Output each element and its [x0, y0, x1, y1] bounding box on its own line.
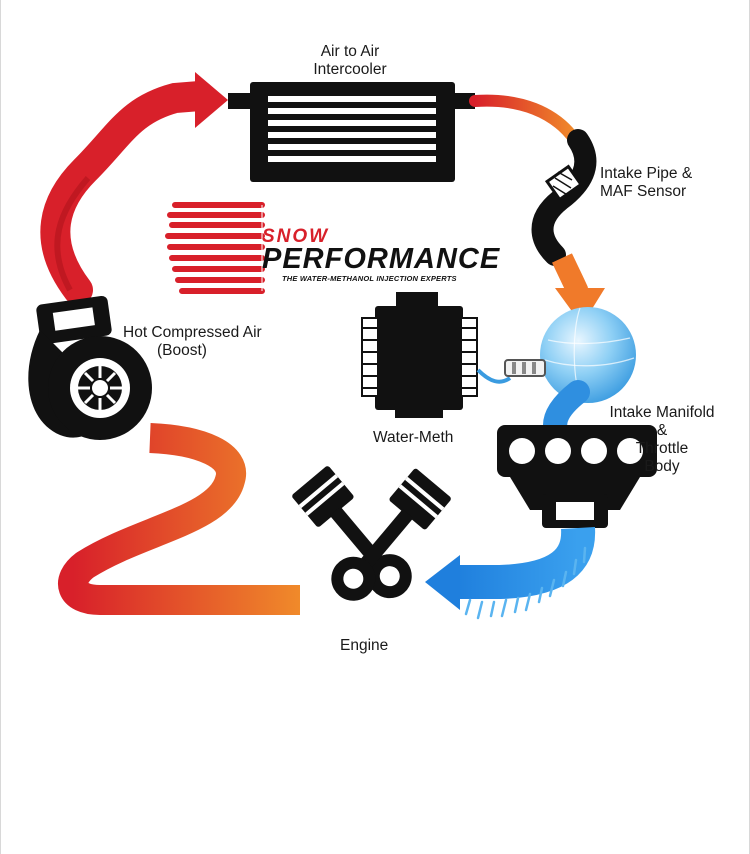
left-border — [0, 0, 1, 854]
warm-air-pipe — [469, 94, 581, 146]
intake-pipe-icon — [531, 129, 597, 266]
label-hot-air-line2: (Boost) — [157, 342, 207, 359]
hot-air-hose — [40, 72, 228, 305]
label-intercooler: Air to Air Intercooler — [295, 43, 405, 79]
engine-pistons-icon — [292, 466, 451, 601]
label-hot-air-line1: Hot Compressed Air — [123, 324, 262, 341]
intake-manifold-icon — [497, 425, 657, 528]
cool-charge-flow — [425, 526, 596, 620]
hot-air-arrowhead — [195, 72, 228, 128]
label-intake-pipe-line1: Intake Pipe & — [600, 165, 693, 182]
label-hot-compressed-air: Hot Compressed Air (Boost) — [123, 324, 293, 360]
label-intake-pipe: Intake Pipe & MAF Sensor — [600, 165, 730, 201]
label-manifold-line2: & — [656, 422, 668, 439]
logo-brand-bottom: PERFORMANCE — [262, 243, 501, 275]
label-manifold-line1: Intake Manifold — [609, 404, 715, 421]
exhaust-hose — [58, 423, 300, 615]
snow-performance-logo — [165, 202, 265, 294]
label-intercooler-line1: Air to Air — [320, 43, 380, 60]
logo-tagline: THE WATER-METHANOL INJECTION EXPERTS — [282, 274, 457, 283]
intercooler-icon — [228, 82, 475, 182]
label-intercooler-line2: Intercooler — [313, 61, 387, 78]
label-water-meth: Water-Meth — [373, 429, 454, 446]
turbocharger-icon — [28, 295, 152, 440]
label-intake-manifold: Intake Manifold & Throttle Body — [603, 404, 721, 476]
label-manifold-line4: Body — [644, 458, 680, 475]
label-intake-pipe-line2: MAF Sensor — [600, 183, 687, 200]
label-engine: Engine — [340, 637, 389, 654]
intake-arrow — [552, 253, 605, 325]
label-manifold-line3: Throttle — [635, 440, 689, 457]
water-meth-pump-icon — [361, 292, 546, 418]
logo-brand-top: SNOW — [262, 226, 330, 247]
